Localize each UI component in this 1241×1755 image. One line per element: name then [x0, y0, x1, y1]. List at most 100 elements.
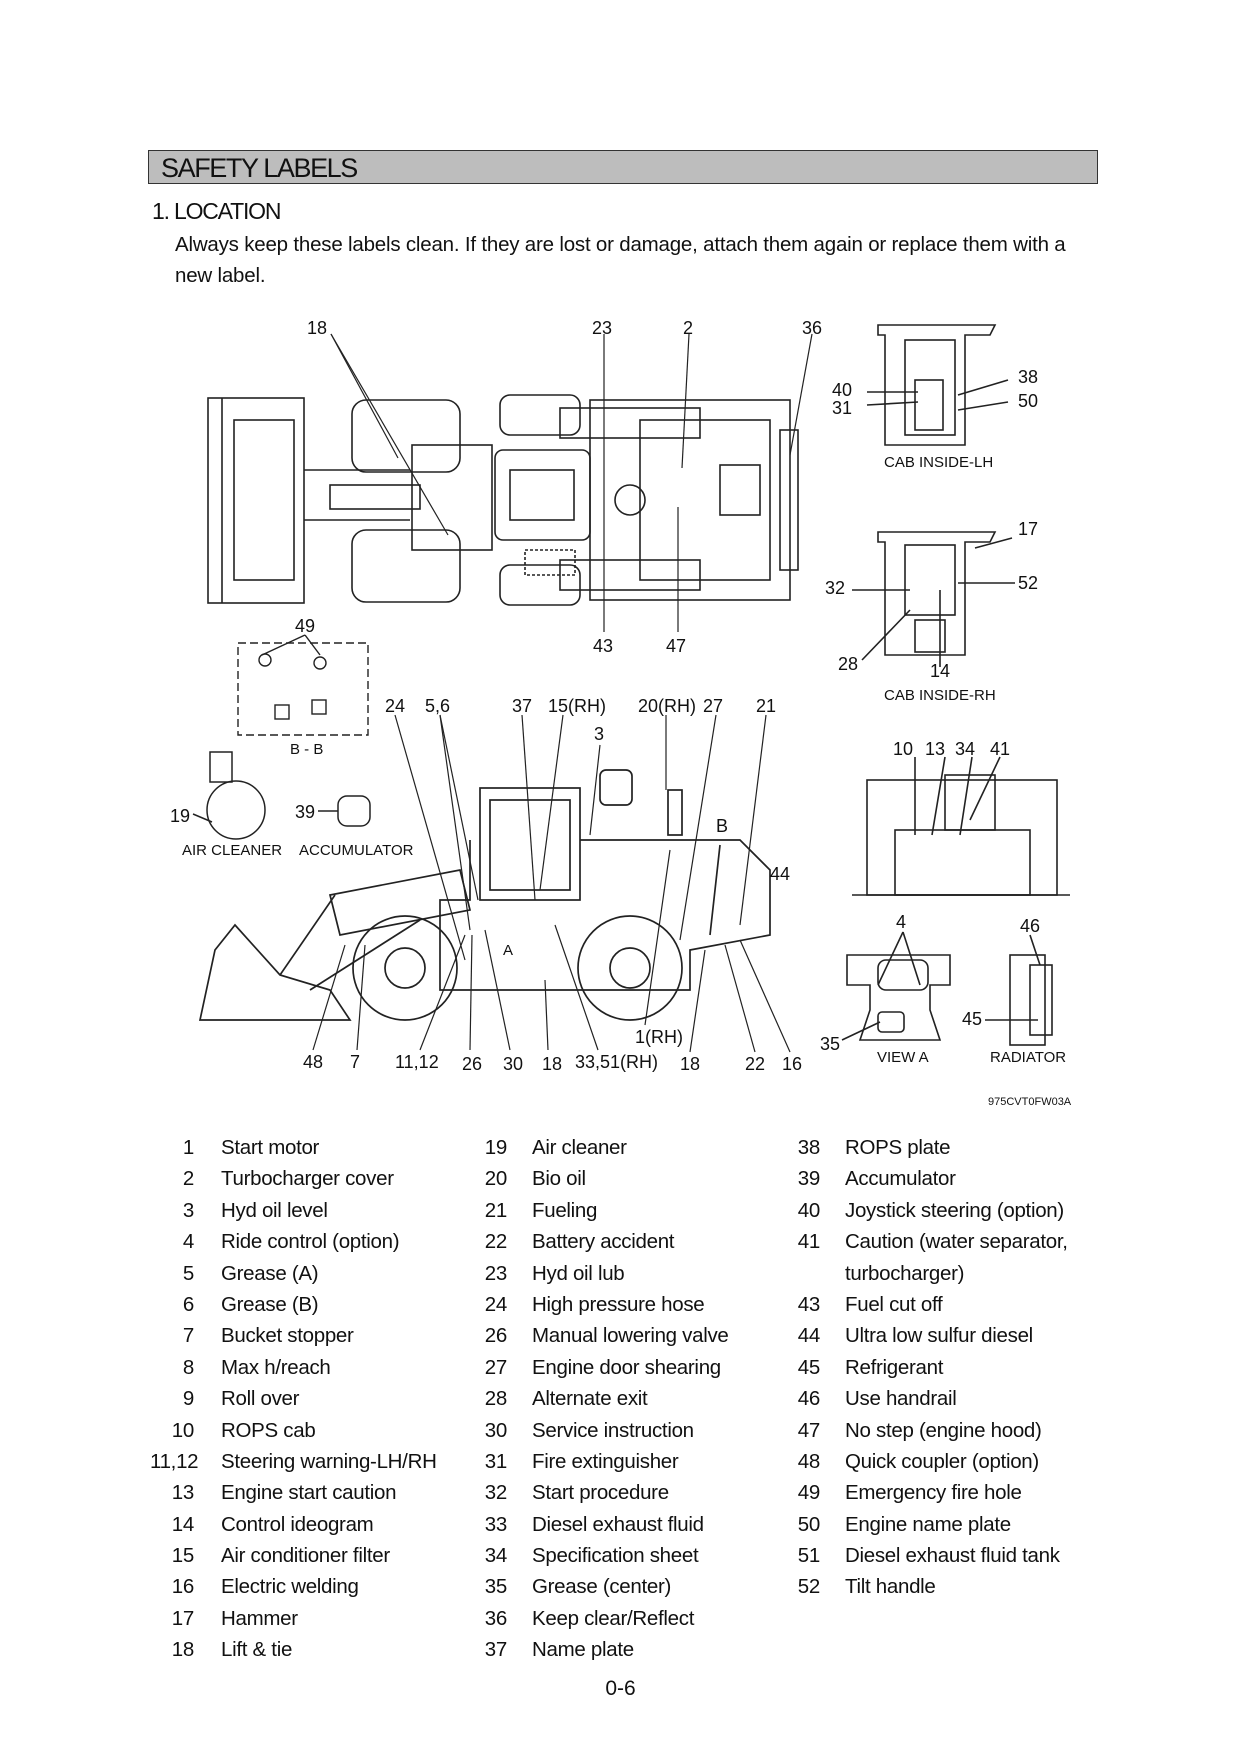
- legend-item-number: 38: [797, 1136, 821, 1159]
- legend-item-label: Ultra low sulfur diesel: [845, 1324, 1033, 1348]
- callout-15rh: 15(RH): [548, 696, 606, 716]
- legend-item: 46 Use handrail: [778, 1387, 1108, 1418]
- radiator-label: RADIATOR: [990, 1049, 1066, 1066]
- legend-item-label: Engine door shearing: [532, 1355, 721, 1379]
- legend-item-label: Caution (water separator,: [845, 1230, 1068, 1254]
- legend-item: 6 Grease (B): [150, 1293, 470, 1324]
- callout-44: 44: [770, 864, 790, 884]
- legend-item-label: Keep clear/Reflect: [532, 1606, 695, 1630]
- legend-item-number: 4: [182, 1230, 194, 1254]
- legend-item-number: 19: [484, 1136, 508, 1159]
- cab-inside-lh-label: CAB INSIDE-LH: [884, 454, 993, 471]
- intro-text: Always keep these labels clean. If they …: [175, 233, 1066, 287]
- legend-item-label: Grease (A): [221, 1261, 319, 1285]
- callout-7: 7: [350, 1052, 360, 1072]
- legend-item-number: 30: [484, 1418, 508, 1442]
- legend-item-number: 16: [171, 1575, 195, 1599]
- legend-item-label: Grease (B): [221, 1292, 319, 1316]
- callout-13: 13: [925, 739, 945, 759]
- accumulator-label: ACCUMULATOR: [299, 842, 414, 859]
- legend-item-label: Hammer: [221, 1606, 298, 1630]
- callout-48: 48: [303, 1052, 323, 1072]
- legend-item: 4 Ride control (option): [150, 1230, 470, 1261]
- legend-item-number: 5: [182, 1261, 194, 1285]
- callout-24: 24: [385, 696, 405, 716]
- cab-inside-lh-view: [866, 324, 1009, 446]
- callout-10: 10: [893, 739, 913, 759]
- legend-item-number: 34: [484, 1544, 508, 1568]
- legend-item-number: 6: [182, 1292, 194, 1316]
- callout-22: 22: [745, 1054, 765, 1074]
- callout-41: 41: [990, 739, 1010, 759]
- legend-item-label: Manual lowering valve: [532, 1324, 729, 1348]
- legend-item-number: 31: [484, 1449, 508, 1473]
- callout-23: 23: [592, 318, 612, 338]
- callout-32: 32: [825, 578, 845, 598]
- callout-49: 49: [295, 616, 315, 636]
- callout-31: 31: [832, 398, 852, 418]
- legend-item-number: 48: [797, 1449, 821, 1473]
- callout-19: 19: [170, 806, 190, 826]
- legend-item-label: Control ideogram: [221, 1512, 374, 1536]
- callout-38: 38: [1018, 367, 1038, 387]
- legend-item-label: Alternate exit: [532, 1387, 648, 1411]
- legend-item-label: ROPS cab: [221, 1418, 316, 1442]
- callout-20rh: 20(RH): [638, 696, 696, 716]
- legend-item-number: 28: [484, 1387, 508, 1411]
- legend-item-number: 22: [484, 1230, 508, 1254]
- legend-item-number: 33: [484, 1512, 508, 1536]
- callout-36: 36: [802, 318, 822, 338]
- legend-item-number: 9: [182, 1387, 194, 1411]
- legend-item-number: 46: [797, 1387, 821, 1411]
- callout-30: 30: [503, 1054, 523, 1074]
- legend-item-number: 8: [182, 1355, 194, 1379]
- legend-item: 41 Caution (water separator,: [778, 1230, 1108, 1261]
- legend-item-label: Hyd oil level: [221, 1198, 328, 1222]
- legend-item-number: 43: [797, 1292, 821, 1316]
- legend-item-label: Fueling: [532, 1198, 598, 1222]
- callout-5-6: 5,6: [425, 696, 450, 716]
- legend-item-number: 7: [182, 1324, 194, 1348]
- callout-2: 2: [683, 318, 693, 338]
- section-bb-view: [237, 634, 369, 736]
- accumulator-detail: [318, 795, 371, 827]
- legend-item-label: Ride control (option): [221, 1230, 400, 1254]
- legend-item-label: Service instruction: [532, 1418, 694, 1442]
- callout-18c: 18: [680, 1054, 700, 1074]
- legend-item-label: Use handrail: [845, 1387, 957, 1411]
- legend-item: turbocharger): [778, 1262, 1108, 1293]
- legend-item-number: 52: [797, 1575, 821, 1599]
- legend-item-number: 45: [797, 1355, 821, 1379]
- callout-43: 43: [593, 636, 613, 656]
- legend-item-label: High pressure hose: [532, 1292, 705, 1316]
- legend-item: 5 Grease (A): [150, 1262, 470, 1293]
- legend-item-number: 41: [797, 1230, 821, 1254]
- legend-item-label: ROPS plate: [845, 1136, 951, 1159]
- callout-14: 14: [930, 661, 950, 681]
- callout-18: 18: [307, 318, 327, 338]
- legend-item-label: Fuel cut off: [845, 1292, 943, 1316]
- callout-34: 34: [955, 739, 975, 759]
- legend-item-label: Joystick steering (option): [845, 1198, 1064, 1222]
- section-title-bar: SAFETY LABELS: [148, 150, 1098, 184]
- cab-inside-rh-view: [852, 531, 1015, 667]
